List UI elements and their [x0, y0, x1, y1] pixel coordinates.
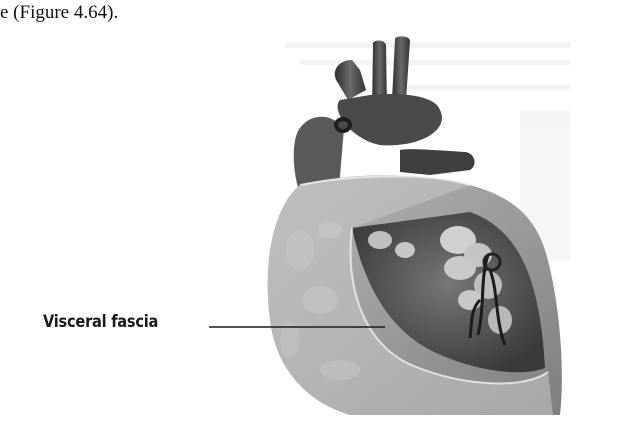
visceral-fascia-layer	[267, 176, 553, 415]
visceral-fascia-label: Visceral fascia	[43, 312, 159, 332]
background-smudge	[285, 42, 570, 260]
coronary-vessels	[368, 226, 512, 346]
fascia-flap-edge	[299, 175, 549, 385]
caption-fragment: e (Figure 4.64).	[0, 2, 119, 23]
